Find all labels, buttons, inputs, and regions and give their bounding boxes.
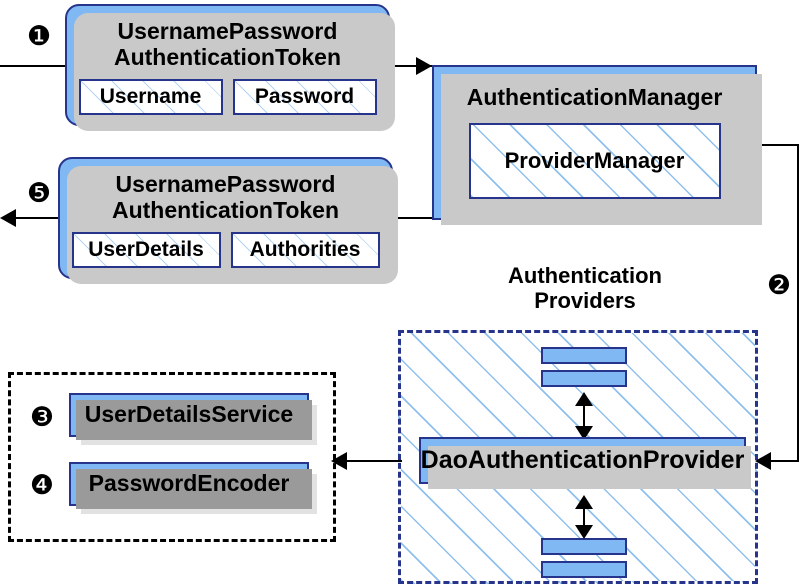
provider-manager-box: ProviderManager [468, 123, 721, 200]
authentication-providers-caption: Authentication Providers [508, 263, 662, 313]
authentication-manager-title: AuthenticationManager [466, 84, 723, 110]
manager-to-provider-line-top [755, 144, 799, 146]
provider-link-bottom-arrow-down [575, 525, 593, 539]
provider-placeholder-bottom-2 [541, 561, 627, 578]
manager-to-response-line [391, 217, 436, 219]
field-password: Password [232, 78, 377, 115]
token-to-manager-line [388, 65, 436, 67]
field-username: Username [78, 78, 223, 115]
username-password-authentication-token-response: UsernamePassword AuthenticationToken Use… [58, 157, 398, 284]
user-details-service-box: UserDetailsService [69, 393, 317, 445]
step-marker-5: ❺ [26, 178, 52, 209]
step-marker-2: ❷ [766, 270, 792, 301]
provider-link-top-arrow-down [575, 426, 593, 440]
provider-placeholder-top-1 [541, 347, 627, 364]
field-userdetails: UserDetails [71, 231, 221, 268]
step-marker-4: ❹ [29, 470, 55, 501]
provider-to-services-line [345, 460, 402, 462]
provider-link-bottom-line [583, 501, 585, 534]
provider-to-services-arrowhead [331, 452, 347, 470]
step-marker-3: ❸ [29, 402, 55, 433]
token-response-title: UsernamePassword AuthenticationToken [111, 171, 339, 223]
field-authorities: Authorities [230, 231, 380, 268]
manager-to-provider-arrowhead [755, 452, 771, 470]
password-encoder-box: PasswordEncoder [69, 462, 317, 514]
step-marker-1: ❶ [26, 21, 52, 52]
token-to-manager-arrowhead [416, 57, 432, 75]
response-outgoing-arrowhead [0, 209, 16, 227]
provider-placeholder-bottom-1 [541, 538, 627, 555]
provider-link-top-line [583, 398, 585, 435]
username-password-authentication-token-request: UsernamePassword AuthenticationToken Use… [65, 4, 395, 131]
token-request-title: UsernamePassword AuthenticationToken [113, 18, 341, 70]
response-outgoing-line [12, 217, 64, 219]
incoming-request-line [0, 65, 70, 67]
manager-to-provider-line-vertical [797, 144, 799, 461]
provider-placeholder-top-2 [541, 370, 627, 387]
manager-to-provider-line-bottom [768, 460, 799, 462]
dao-authentication-provider-box: DaoAuthenticationProvider [419, 437, 751, 489]
authentication-manager-box: AuthenticationManager ProviderManager [432, 65, 762, 225]
